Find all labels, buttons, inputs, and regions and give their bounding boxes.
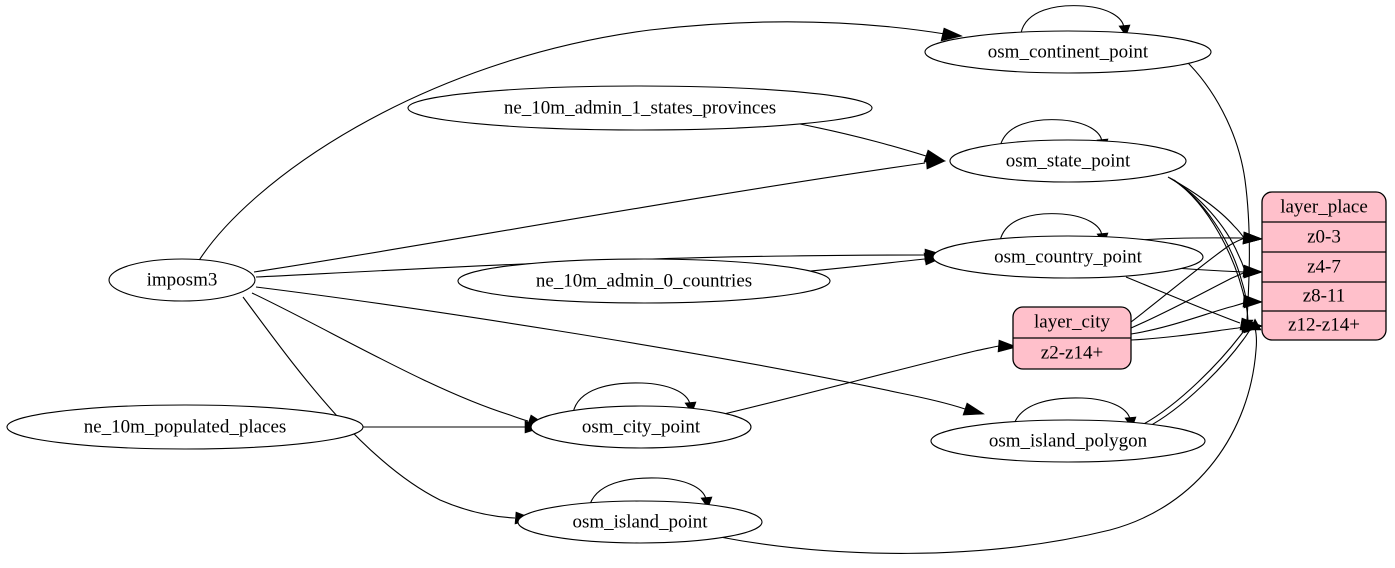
node-osm_city_point-shape[interactable] [530, 405, 752, 449]
node-osm_island_point[interactable]: osm_island_point [517, 500, 763, 544]
arrowhead-icon [700, 496, 713, 509]
node-ne_10m_admin_0_countries[interactable]: ne_10m_admin_0_countries [457, 258, 831, 304]
arrowhead-icon [1243, 295, 1263, 309]
node-ne0-shape[interactable] [457, 258, 831, 304]
edge-imposm3-to-osm_island_polygon [255, 286, 966, 410]
edge-osm_state_point-to-z4-7 [1169, 177, 1246, 272]
record-layer_place-title: layer_place [1280, 196, 1368, 217]
node-osm_state_point-label: osm_state_point [1006, 150, 1131, 171]
edge-layer_city-to-z8-11 [1130, 301, 1247, 335]
arrowhead-icon [923, 149, 946, 163]
node-osm_city_point-label: osm_city_point [582, 416, 701, 437]
node-ne_10m_populated_places[interactable]: ne_10m_populated_places [6, 404, 364, 450]
node-osm_continent_point[interactable]: osm_continent_point [924, 30, 1212, 74]
edge-osm_state_point-to-z0-3 [1167, 176, 1245, 239]
edge-imposm3-to-osm_city_point [251, 292, 529, 422]
edge-imposm3-to-osm_state_point [253, 162, 926, 273]
node-layer: imposm3 ne_10m_admin_1_states_provinces … [6, 30, 1387, 544]
record-layer_place-box[interactable] [1261, 191, 1387, 341]
node-osm_city_point[interactable]: osm_city_point [530, 405, 752, 449]
edge-osm_city_point-to-layer_city [719, 345, 1000, 416]
edge-osm_country_point-to-z12-z14 [1125, 276, 1241, 324]
record-layer_city-row-z2-z14[interactable]: z2-z14+ [1041, 342, 1103, 363]
selfloop-osm_city_point [572, 382, 691, 414]
node-osm_island_polygon[interactable]: osm_island_polygon [930, 419, 1206, 463]
node-osm_state_point-shape[interactable] [949, 139, 1187, 183]
edge-layer_city-to-z12-z14 [1130, 325, 1249, 341]
node-osm_island_point-shape[interactable] [517, 500, 763, 544]
edge-osm_island_polygon-to-z12-b [1145, 329, 1251, 429]
node-ne0-label: ne_10m_admin_0_countries [536, 270, 752, 291]
node-ne1-shape[interactable] [407, 85, 873, 131]
node-osm_continent_point-label: osm_continent_point [988, 41, 1149, 62]
edge-osm_island_polygon-to-z12-a [1141, 326, 1248, 426]
edge-ne0-to-osm_country_point [799, 258, 926, 273]
record-layer_city-title: layer_city [1034, 311, 1110, 332]
arrowhead-icon [1118, 24, 1131, 37]
edge-osm_state_point-to-z8-11 [1171, 178, 1247, 302]
edge-layer [197, 5, 1264, 554]
record-layer_place-row-z12-z14[interactable]: z12-z14+ [1288, 314, 1360, 335]
node-imposm3[interactable]: imposm3 [108, 258, 256, 302]
record-layer_place-row-z4-7[interactable]: z4-7 [1307, 256, 1341, 277]
edge-layer_city-to-z4-7 [1130, 271, 1247, 329]
node-osm_continent_point-shape[interactable] [924, 30, 1212, 74]
selfloop-osm_island_polygon [1012, 397, 1131, 429]
edge-osm_island_point-to-z12 [719, 327, 1257, 554]
edge-ne1-to-osm_state_point [799, 123, 927, 157]
node-osm_island_polygon-label: osm_island_polygon [989, 430, 1148, 451]
node-imposm3-shape[interactable] [108, 258, 256, 302]
arrowhead-icon [1243, 265, 1263, 279]
arrowhead-icon [940, 27, 963, 42]
node-ne1-label: ne_10m_admin_1_states_provinces [504, 97, 776, 118]
selfloop-osm_continent_point [1020, 5, 1125, 34]
edge-osm_continent_point-to-z12 [1184, 59, 1250, 321]
record-layer_place-row-z0-3[interactable]: z0-3 [1307, 226, 1341, 247]
selfloop-osm_country_point [999, 213, 1103, 242]
edge-layer_city-to-z0-3 [1130, 237, 1246, 323]
arrowhead-icon [1249, 318, 1262, 331]
edge-imposm3-to-osm_island_point [242, 296, 516, 519]
arrowhead-icon [997, 339, 1018, 353]
arrowhead-icon [1242, 231, 1263, 245]
node-ne-populated-label: ne_10m_populated_places [84, 416, 287, 437]
node-imposm3-label: imposm3 [147, 269, 218, 290]
record-layer_city[interactable]: layer_city z2-z14+ [1012, 306, 1132, 370]
record-layer_place-row-z8-11[interactable]: z8-11 [1303, 285, 1346, 306]
node-osm_country_point[interactable]: osm_country_point [932, 235, 1204, 279]
edge-imposm3-to-osm_continent_point [197, 21, 946, 263]
selfloop-osm_island_point [588, 477, 707, 509]
node-osm_island_polygon-shape[interactable] [930, 419, 1206, 463]
record-layer_place[interactable]: layer_place z0-3 z4-7 z8-11 z12-z14+ [1261, 191, 1387, 341]
node-osm_state_point[interactable]: osm_state_point [949, 139, 1187, 183]
node-osm_country_point-label: osm_country_point [994, 246, 1142, 267]
node-osm_island_point-label: osm_island_point [572, 511, 708, 532]
node-osm_country_point-shape[interactable] [932, 235, 1204, 279]
edge-osm_country_point-to-z0-3 [1139, 237, 1245, 241]
selfloop-osm_state_point [999, 119, 1103, 148]
node-ne-populated-shape[interactable] [6, 404, 364, 450]
arrowhead-icon [962, 402, 985, 416]
edge-osm_state_point-to-z12-z14 [1173, 179, 1249, 325]
node-ne_10m_admin_1_states_provinces[interactable]: ne_10m_admin_1_states_provinces [407, 85, 873, 131]
